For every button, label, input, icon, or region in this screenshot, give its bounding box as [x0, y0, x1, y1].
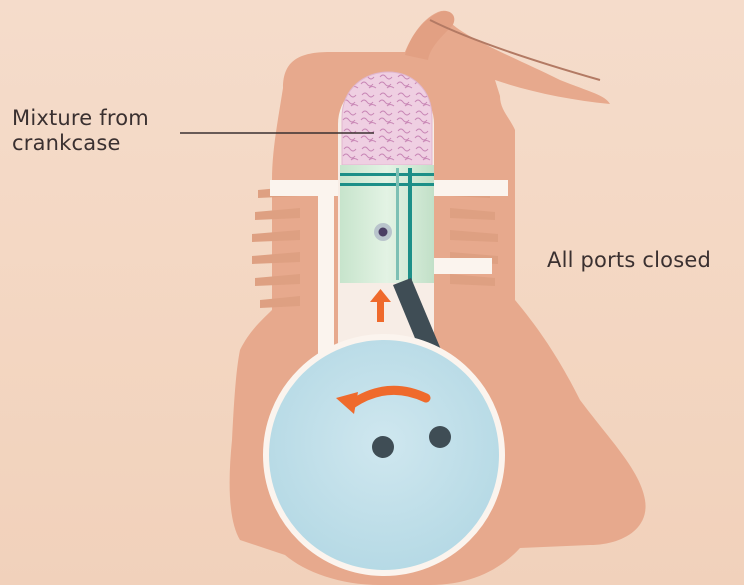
- mixture-label-line1: Mixture from: [12, 106, 149, 131]
- mixture-label: Mixture from crankcase: [12, 106, 149, 156]
- ports-label: All ports closed: [547, 248, 711, 273]
- crankshaft-center: [372, 436, 394, 458]
- mixture-label-line2: crankcase: [12, 131, 149, 156]
- crankpin: [429, 426, 451, 448]
- fuel-mixture: [342, 72, 432, 165]
- piston: [340, 165, 434, 283]
